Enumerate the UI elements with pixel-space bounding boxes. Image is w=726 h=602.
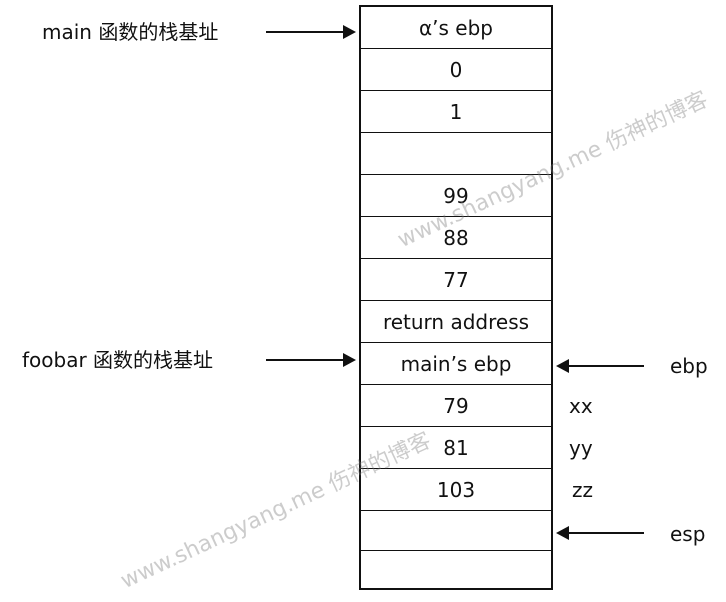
var-zz-label: zz [572,478,593,502]
stack-cell-empty [361,511,551,551]
arrow-head-icon [556,526,569,540]
var-yy-label: yy [569,436,593,460]
main-stack-base-label: main 函数的栈基址 [42,20,219,44]
stack-cell-empty [361,133,551,175]
stack-cell-empty [361,551,551,588]
stack-cell-103: 103 [361,469,551,511]
stack-cell-0: 0 [361,49,551,91]
esp-label: esp [670,522,706,546]
stack-cell-81: 81 [361,427,551,469]
main-base-arrow [266,25,356,39]
stack-cell-alpha-ebp: α’s ebp [361,7,551,49]
ebp-label: ebp [670,354,708,378]
var-xx-label: xx [569,394,593,418]
foobar-stack-base-label: foobar 函数的栈基址 [22,348,214,372]
arrow-head-icon [556,359,569,373]
stack-cell-99: 99 [361,175,551,217]
stack-cell-77: 77 [361,259,551,301]
arrow-head-icon [343,353,356,367]
stack-cell-88: 88 [361,217,551,259]
stack-cell-79: 79 [361,385,551,427]
stack-cell-main-ebp: main’s ebp [361,343,551,385]
stack-cell-1: 1 [361,91,551,133]
ebp-arrow [556,359,644,373]
stack-cell-return-address: return address [361,301,551,343]
esp-arrow [556,526,644,540]
arrow-head-icon [343,25,356,39]
foobar-base-arrow [266,353,356,367]
stack-memory-column: α’s ebp 0 1 99 88 77 return address main… [359,5,553,590]
